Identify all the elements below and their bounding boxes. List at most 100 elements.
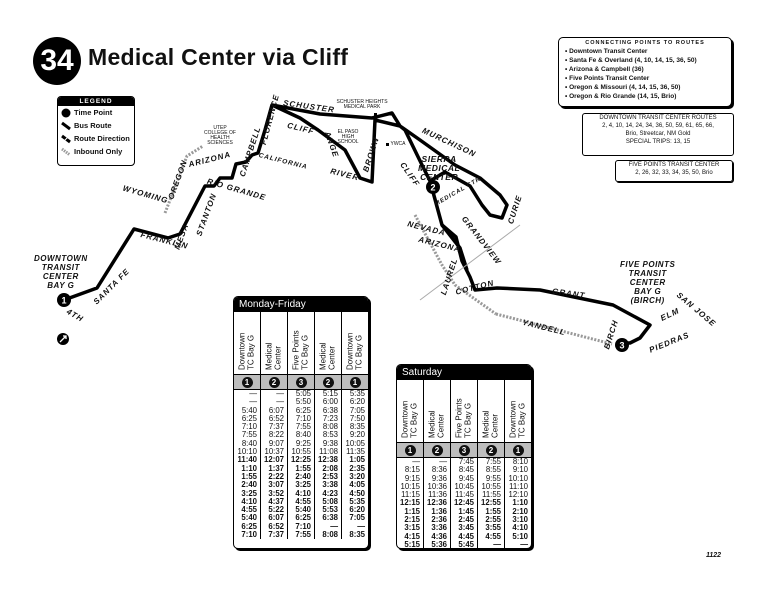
time-cell: 12:15: [400, 498, 420, 508]
time-cell: 4:37: [268, 496, 284, 506]
time-cell: 2:45: [458, 515, 474, 525]
timepoint-row: 2: [478, 443, 504, 458]
time-cell: 11:45: [455, 490, 474, 500]
time-cell: 8:40: [295, 430, 311, 440]
time-cell: 6:52: [268, 413, 284, 423]
time-cell: 6:00: [322, 397, 338, 407]
connecting-point: Oregon & Rio Grande (14, 15, Brio): [565, 92, 731, 101]
time-cell: 2:15: [404, 515, 420, 525]
downtown-routes-line: SPECIAL TRIPS: 13, 15: [625, 139, 691, 145]
time-cell: 3:36: [431, 523, 447, 533]
legend: LEGEND Time Point Bus Route Route Direct…: [57, 96, 135, 166]
time-cell: 12:36: [427, 498, 447, 508]
timepoint-3: 3: [615, 338, 629, 352]
medical-park-marker: [374, 113, 377, 116]
timepoint-marker: 1: [349, 376, 361, 388]
north-arrow-icon: [57, 333, 69, 345]
time-cell: 7:45: [458, 457, 474, 466]
time-cell: 12:25: [291, 455, 311, 465]
time-cell: 3:52: [268, 488, 284, 498]
timepoint-row: 2: [424, 443, 450, 458]
time-cell: 7:10: [295, 521, 311, 531]
column-header-label: Five Points TC Bay G: [454, 398, 473, 438]
time-cell: 1:05: [349, 455, 365, 465]
time-cell: 5:05: [295, 389, 311, 398]
svg-text:3: 3: [619, 341, 624, 351]
connecting-point: Santa Fe & Overland (4, 10, 14, 15, 36, …: [565, 56, 731, 65]
time-cell: 7:05: [349, 405, 365, 415]
time-cell: 3:45: [458, 523, 474, 533]
time-cell: —: [249, 389, 257, 398]
time-cell: 3:25: [241, 488, 257, 498]
time-cell: 10:45: [454, 481, 474, 491]
time-cell: 8:55: [485, 465, 501, 475]
time-cell: 5:35: [349, 496, 365, 506]
time-point-icon: [61, 108, 71, 117]
column-header-label: Downtown TC Bay G: [508, 400, 527, 438]
time-cell: 7:55: [295, 530, 311, 540]
time-cell: 5:08: [322, 496, 338, 506]
time-cell: 9:10: [512, 465, 528, 475]
downtown-routes-line: Brio, Streetcar, NM Gold: [625, 131, 691, 137]
time-cell: 12:55: [481, 498, 501, 508]
time-cell: 5:50: [295, 397, 311, 407]
time-cell: 9:20: [349, 430, 365, 440]
time-cell: 10:36: [427, 481, 447, 491]
timepoint-row: 2: [315, 375, 341, 390]
timepoint-marker: 2: [431, 444, 443, 456]
time-cell: 6:07: [268, 513, 284, 523]
time-cell: 9:15: [404, 473, 420, 483]
svg-text:1: 1: [61, 296, 66, 306]
page-title: Medical Center via Cliff: [88, 44, 349, 70]
time-cell: 2:10: [512, 506, 528, 516]
time-cell: 8:36: [431, 465, 447, 475]
time-cell: 8:35: [349, 530, 365, 540]
legend-title: LEGEND: [58, 97, 134, 106]
time-cell: 6:25: [295, 513, 311, 523]
time-cell: 12:10: [508, 490, 528, 500]
timepoint-marker: 2: [268, 376, 280, 388]
timepoint-marker: 2: [322, 376, 334, 388]
time-cell: 6:38: [322, 513, 338, 523]
time-cell: 10:37: [264, 447, 284, 457]
time-cell: 7:23: [322, 413, 338, 423]
timepoint-marker: 2: [485, 444, 497, 456]
time-cell: 5:40: [241, 513, 257, 523]
timepoint-marker: 3: [458, 444, 470, 456]
time-cell: 7:10: [295, 413, 311, 423]
connecting-point: Downtown Transit Center: [565, 47, 731, 56]
timepoint-row: 3: [288, 375, 314, 390]
time-cell: 9:55: [485, 473, 501, 483]
time-cell: 10:55: [481, 481, 501, 491]
time-cell: 6:38: [322, 405, 338, 415]
connecting-point: Arizona & Campbell (36): [565, 65, 731, 74]
column-header: Downtown TC Bay G: [505, 380, 531, 443]
time-cell: 4:45: [458, 531, 474, 541]
time-cell: 5:15: [322, 389, 338, 398]
route-number-badge: 34: [33, 37, 81, 85]
time-cell: 5:40: [241, 405, 257, 415]
time-cell: —: [412, 457, 420, 466]
time-cell: 7:50: [349, 413, 365, 423]
ywca-marker: [386, 143, 389, 146]
weekday-schedule-title: Monday-Friday: [234, 297, 368, 312]
column-header-label: Downtown TC Bay G: [400, 400, 419, 438]
time-cell: 4:15: [404, 531, 420, 541]
bus-route-icon: [61, 121, 71, 130]
timepoint-2: 2: [426, 180, 440, 194]
time-cell: 4:55: [241, 505, 257, 515]
time-cell: —: [249, 397, 257, 407]
time-cell: 6:25: [295, 405, 311, 415]
time-cell: 5:35: [349, 389, 365, 398]
downtown-routes-line: 2, 4, 10, 14, 24, 34, 36, 50, 59, 61, 65…: [602, 123, 714, 129]
